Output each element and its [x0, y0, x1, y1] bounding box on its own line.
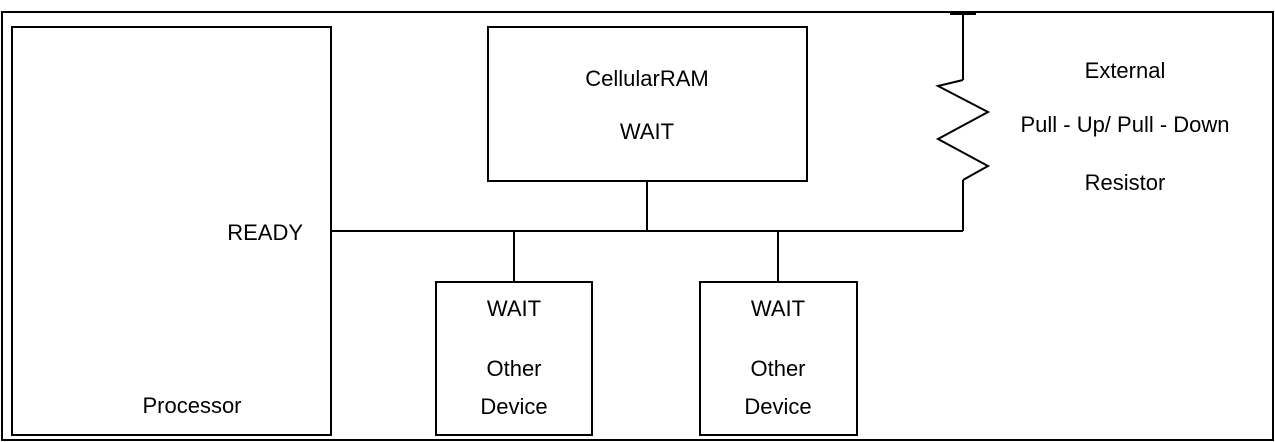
- resistor-symbol: [935, 79, 991, 181]
- other-device-1-label-line2: Device: [480, 394, 547, 419]
- other-device-1-wait-label: WAIT: [487, 296, 541, 321]
- cellularram-wait-label: WAIT: [620, 119, 674, 144]
- cellularram-label: CellularRAM: [585, 66, 708, 91]
- other-device-2-block: [699, 281, 858, 436]
- resistor-label-line1: External: [1085, 58, 1166, 83]
- ready-pin-label: READY: [227, 220, 303, 245]
- other-device-1-block: [435, 281, 593, 436]
- cellularram-block: [487, 26, 808, 182]
- other-device-1-label-line1: Other: [486, 356, 541, 381]
- resistor-label-line2: Pull - Up/ Pull - Down: [1020, 112, 1229, 137]
- other-device-2-label-line1: Other: [750, 356, 805, 381]
- processor-label: Processor: [142, 393, 241, 418]
- other-device-2-label-line2: Device: [744, 394, 811, 419]
- other-device-2-wait-label: WAIT: [751, 296, 805, 321]
- resistor-label-line3: Resistor: [1085, 170, 1166, 195]
- processor-block: [11, 26, 332, 436]
